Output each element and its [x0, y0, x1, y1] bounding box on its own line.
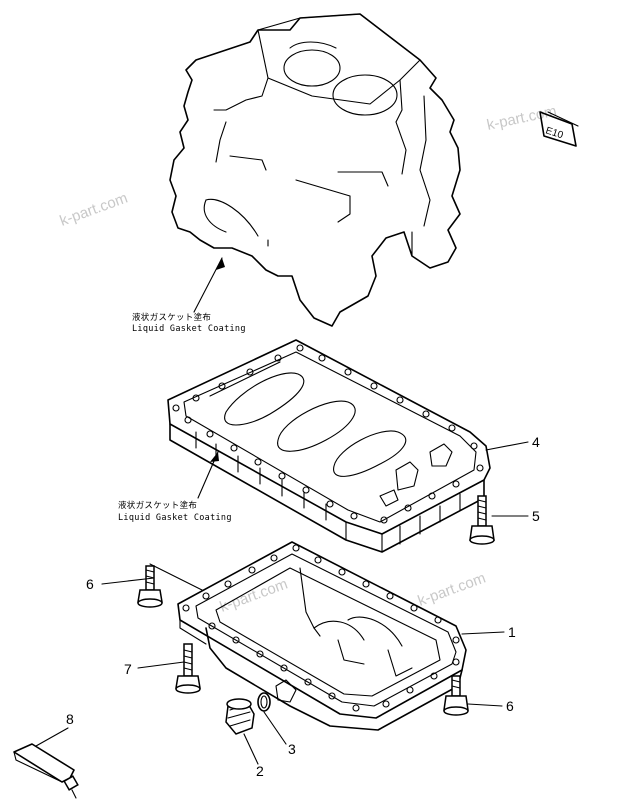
watermark-text: k-part.com: [58, 190, 130, 230]
pan-bracket: [167, 339, 491, 553]
oil-pan: [177, 541, 467, 731]
o-ring: [257, 692, 271, 712]
drain-plug: [225, 698, 255, 735]
gasket-note-upper-jp: 液状ガスケット塗布: [132, 312, 211, 323]
callout-leaders: [35, 441, 529, 765]
gasket-note-upper: 液状ガスケット塗布 Liquid Gasket Coating: [132, 257, 246, 334]
gasket-note-lower-jp: 液状ガスケット塗布: [118, 500, 197, 511]
gasket-note-upper-en: Liquid Gasket Coating: [132, 324, 246, 334]
engine-block: [169, 13, 461, 327]
gasket-note-lower: 液状ガスケット塗布 Liquid Gasket Coating: [118, 451, 232, 523]
callout-1: 1: [508, 624, 516, 640]
callout-3: 3: [288, 741, 296, 757]
bracket-bolt-holes: [172, 344, 484, 524]
watermark-text: k-part.com: [416, 570, 488, 610]
bolt-part-6-left: [137, 565, 163, 608]
gasket-tube: [13, 743, 79, 799]
callout-6-right: 6: [506, 698, 514, 714]
callout-6-left: 6: [86, 576, 94, 592]
section-tag: E10: [539, 111, 579, 147]
pan-bolt-holes: [182, 544, 460, 712]
section-tag-label: E10: [544, 125, 565, 141]
bolt-part-6-right: [443, 675, 469, 716]
callout-8: 8: [66, 711, 74, 727]
bolt-part-7: [175, 643, 201, 694]
callout-2: 2: [256, 763, 264, 779]
gasket-note-lower-en: Liquid Gasket Coating: [118, 513, 232, 523]
bolt-part-5: [469, 495, 495, 545]
callout-5: 5: [532, 508, 540, 524]
callout-4: 4: [532, 434, 540, 450]
callout-7: 7: [124, 661, 132, 677]
